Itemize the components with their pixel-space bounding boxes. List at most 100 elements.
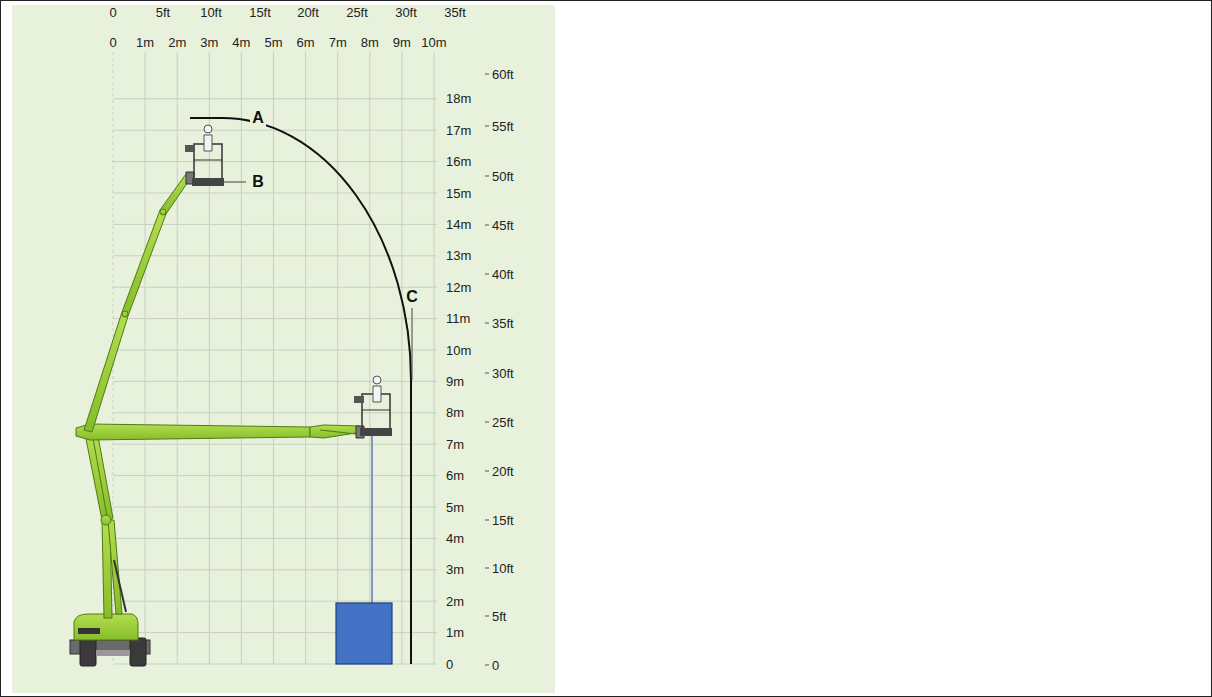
axis-label: 25ft xyxy=(346,6,368,19)
callout-letter: C xyxy=(404,288,420,306)
axis-label: 4m xyxy=(232,36,250,49)
axis-label: 5m xyxy=(446,501,464,514)
grid-line xyxy=(113,444,437,445)
axis-label: 14m xyxy=(446,218,471,231)
axis-label: 45ft xyxy=(492,219,514,232)
grid-line xyxy=(113,130,437,131)
axis-label: 2m xyxy=(168,36,186,49)
axis-label: 7m xyxy=(446,438,464,451)
axis-label: 15ft xyxy=(249,6,271,19)
axis-label: 0 xyxy=(492,659,499,672)
grid-line xyxy=(337,52,338,664)
grid-line xyxy=(113,475,437,476)
axis-label: 6m xyxy=(297,36,315,49)
axis-label: 1m xyxy=(136,36,154,49)
grid-line xyxy=(113,569,437,570)
axis-label: 0 xyxy=(446,658,453,671)
axis-label: 9m xyxy=(393,36,411,49)
raised-boom xyxy=(84,172,194,432)
axis-label: 10m xyxy=(446,344,471,357)
axis-label: 13m xyxy=(446,249,471,262)
grid-line xyxy=(485,665,489,666)
grid-line xyxy=(485,373,489,374)
grid-line xyxy=(177,52,178,664)
cable xyxy=(371,436,372,603)
main-boom xyxy=(76,424,364,440)
axis-label: 30ft xyxy=(395,6,417,19)
axis-label: 55ft xyxy=(492,120,514,133)
grid-line xyxy=(113,538,437,539)
axis-label: 10ft xyxy=(200,6,222,19)
grid-line xyxy=(485,176,489,177)
axis-label: 5m xyxy=(264,36,282,49)
axis-label: 18m xyxy=(446,92,471,105)
axis-label: 0 xyxy=(109,36,116,49)
callout-letter: B xyxy=(250,173,266,191)
grid-line xyxy=(113,318,437,319)
platform-basket xyxy=(354,376,392,436)
axis-label: 3m xyxy=(200,36,218,49)
axis-label: 5ft xyxy=(492,610,506,623)
grid-line xyxy=(113,161,437,162)
axis-label: 15ft xyxy=(492,514,514,527)
grid-line xyxy=(485,323,489,324)
axis-label: 11m xyxy=(446,312,470,325)
axis-label: 30ft xyxy=(492,367,514,380)
panel-ground xyxy=(12,5,555,693)
grid-line xyxy=(145,52,146,664)
axis-label: 17m xyxy=(446,124,471,137)
axis-label: 0 xyxy=(109,6,116,19)
grid-line xyxy=(485,274,489,275)
grid-line xyxy=(485,74,489,75)
grid-line xyxy=(113,193,437,194)
axis-label: 2m xyxy=(446,595,464,608)
reach-curve xyxy=(190,118,411,664)
grid xyxy=(113,52,437,664)
grid-line xyxy=(113,507,437,508)
grid-line xyxy=(485,471,489,472)
axis-label: 20ft xyxy=(297,6,319,19)
grid-line xyxy=(113,287,437,288)
grid-line xyxy=(485,422,489,423)
machine-base xyxy=(70,614,150,666)
axis-label: 35ft xyxy=(444,6,466,19)
grid-line xyxy=(113,350,437,351)
grid-line xyxy=(241,52,242,664)
grid-line xyxy=(485,520,489,521)
axis-label: 7m xyxy=(329,36,347,49)
axis-label: 35ft xyxy=(492,317,514,330)
grid-line xyxy=(113,98,437,99)
grid-line xyxy=(401,52,402,664)
lower-arm xyxy=(85,432,126,618)
axis-label: 9m xyxy=(446,375,464,388)
axis-label: 5ft xyxy=(156,6,170,19)
axis-label: 3m xyxy=(446,563,464,576)
grid-line xyxy=(485,225,489,226)
grid-line xyxy=(113,412,437,413)
grid-line xyxy=(485,126,489,127)
axis-label: 4m xyxy=(446,532,464,545)
axis-label: 40ft xyxy=(492,268,514,281)
platform-basket xyxy=(185,125,224,186)
axis-label: 8m xyxy=(361,36,379,49)
axis-label: 50ft xyxy=(492,170,514,183)
callout-letter: A xyxy=(250,109,266,127)
axis-label: 60ft xyxy=(492,68,514,81)
axis-label: 15m xyxy=(446,187,471,200)
axis-label: 20ft xyxy=(492,465,514,478)
grid-line xyxy=(485,616,489,617)
axis-label: 25ft xyxy=(492,416,514,429)
axis-label: 16m xyxy=(446,155,471,168)
leader-line xyxy=(412,308,413,380)
grid-line xyxy=(369,52,370,664)
axis-label: 6m xyxy=(446,469,464,482)
axis-label: 10m xyxy=(421,36,446,49)
grid-line xyxy=(273,52,274,664)
grid-line xyxy=(434,52,435,664)
axis-label: 12m xyxy=(446,281,471,294)
grid-line xyxy=(113,601,437,602)
axis-label: 1m xyxy=(446,626,464,639)
